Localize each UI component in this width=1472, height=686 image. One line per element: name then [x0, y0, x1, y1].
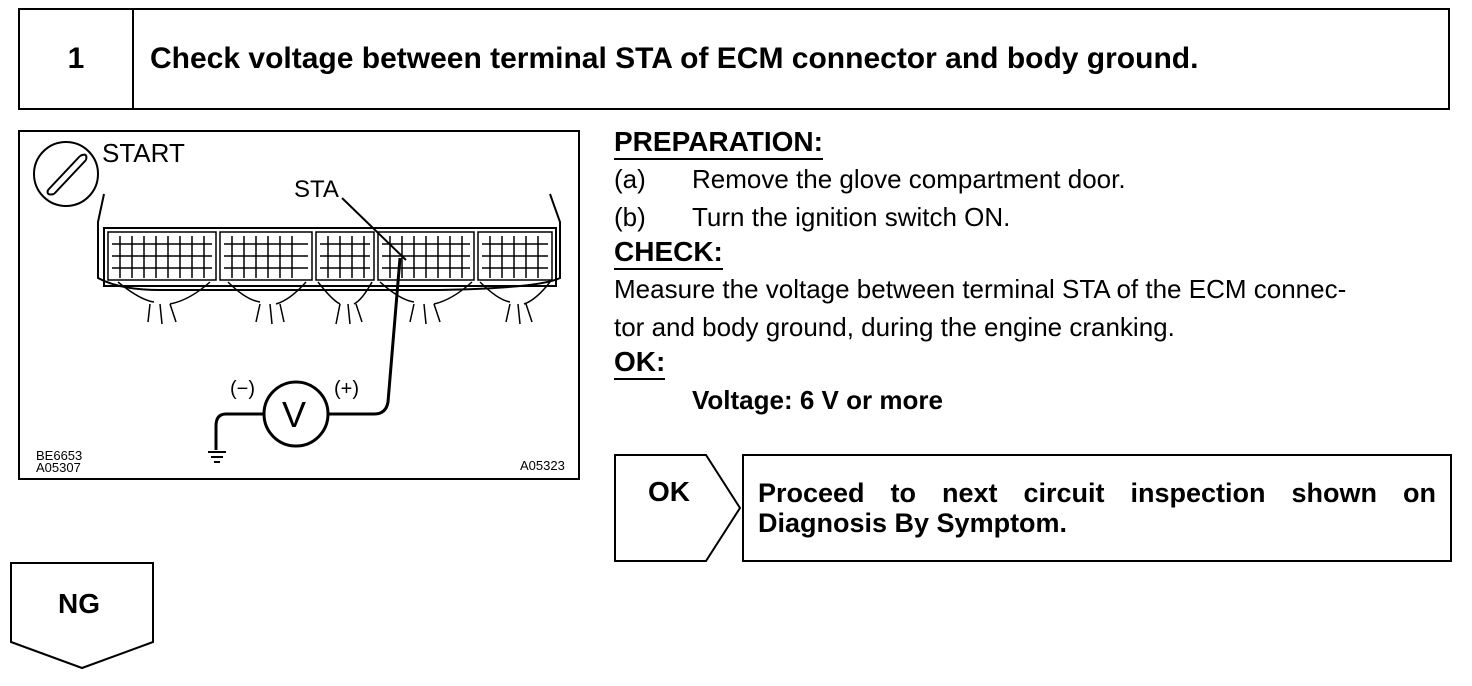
- ecm-connector-drawing: [33, 141, 561, 463]
- ecm-connector-illustration: START STA (−) (+) V BE6653 A05307 A05323: [18, 130, 580, 480]
- ground-symbol-icon: [208, 451, 226, 463]
- preparation-item: (b) Turn the ignition switch ON.: [614, 198, 1454, 236]
- ok-result-line-1: Proceed to next circuit inspection shown…: [758, 478, 1436, 508]
- negative-label: (−): [230, 378, 255, 400]
- ng-label: NG: [58, 588, 100, 619]
- wire-bundles: [117, 281, 551, 325]
- step-title: Check voltage between terminal STA of EC…: [150, 42, 1199, 75]
- item-text: Turn the ignition switch ON.: [692, 202, 1011, 232]
- figure-code-1: BE6653: [36, 448, 83, 463]
- check-text-line-2: tor and body ground, during the engine c…: [614, 312, 1175, 342]
- connector-blocks: [107, 231, 553, 281]
- voltmeter-symbol: V: [282, 394, 307, 435]
- item-marker: (a): [614, 164, 646, 194]
- preparation-heading: PREPARATION:: [614, 126, 823, 160]
- item-marker: (b): [614, 202, 646, 232]
- sta-terminal-label: STA: [294, 176, 339, 203]
- step-number: 1: [20, 10, 134, 108]
- ignition-key-icon: [33, 141, 99, 207]
- preparation-item: (a) Remove the glove compartment door.: [614, 160, 1454, 198]
- step-header: 1 Check voltage between terminal STA of …: [18, 8, 1450, 110]
- start-label: START: [102, 138, 185, 168]
- item-text: Remove the glove compartment door.: [692, 164, 1126, 194]
- ok-result-line-2: Diagnosis By Symptom.: [758, 508, 1068, 538]
- ok-label: OK: [648, 476, 690, 507]
- ok-spec-value: Voltage: 6 V or more: [692, 385, 943, 415]
- positive-label: (+): [334, 378, 359, 400]
- ok-arrow-shape: [614, 454, 742, 562]
- ok-result-box: Proceed to next circuit inspection shown…: [742, 454, 1452, 562]
- sta-leader-line: [341, 197, 407, 261]
- ok-heading: OK:: [614, 346, 666, 380]
- figure-code-3: A05323: [520, 458, 565, 473]
- positive-probe-wire: [328, 257, 402, 416]
- check-heading: CHECK:: [614, 236, 723, 270]
- instructions: PREPARATION: (a) Remove the glove compar…: [614, 126, 1454, 420]
- check-text-line-1: Measure the voltage between terminal STA…: [614, 274, 1347, 304]
- figure-code-2: A05307: [36, 460, 81, 475]
- negative-probe-wire: [214, 412, 264, 450]
- ng-arrow-shape: [10, 562, 154, 670]
